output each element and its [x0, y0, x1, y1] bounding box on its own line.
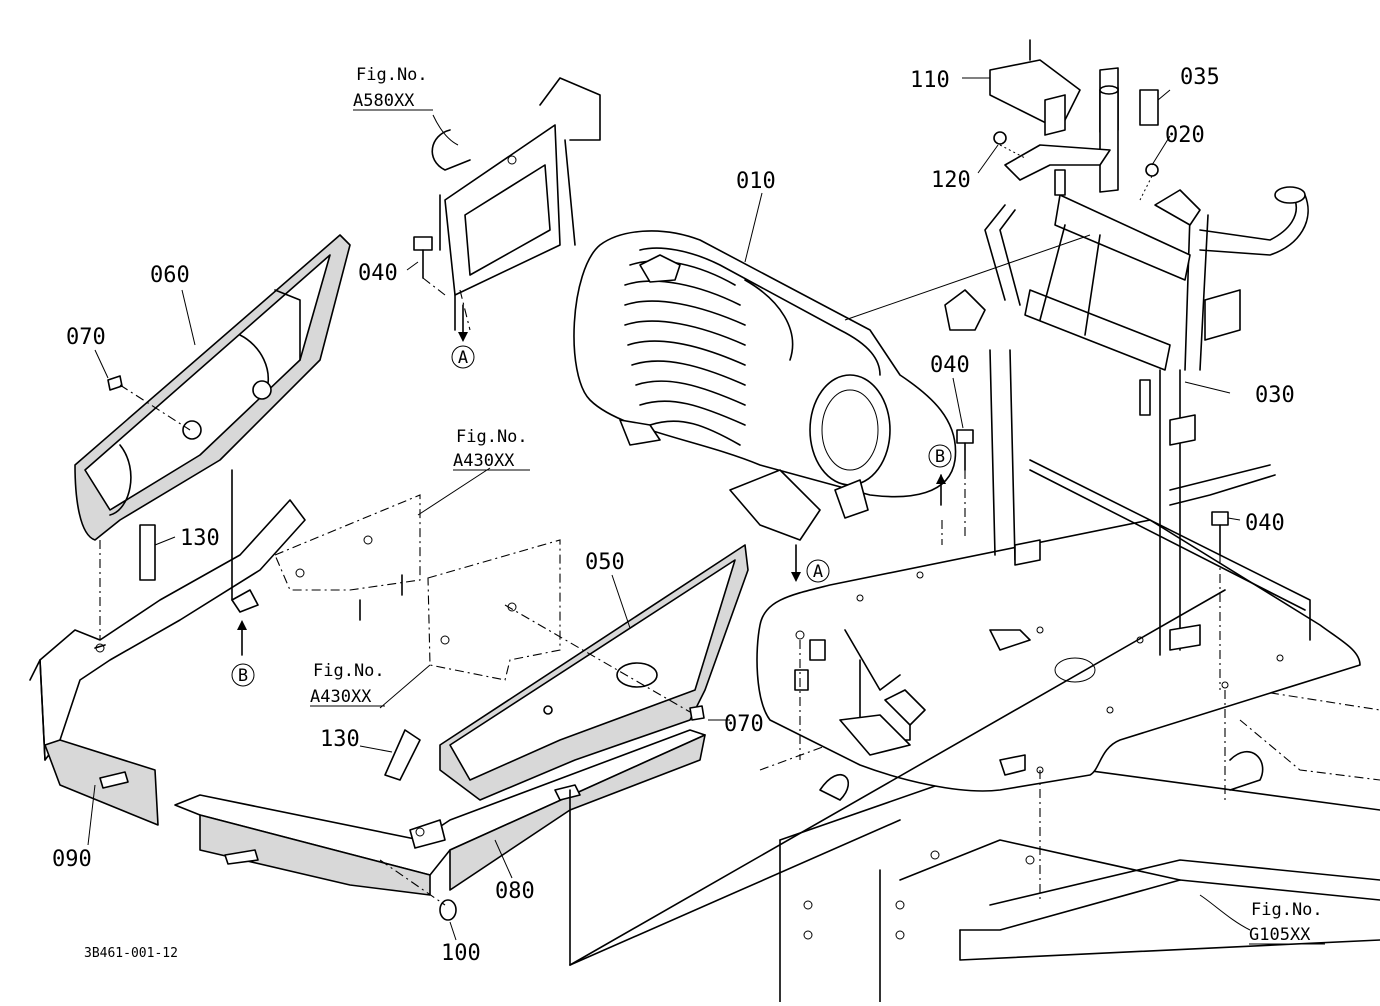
panel-assembly-a430: [274, 494, 561, 681]
marker-b-right: B: [928, 444, 952, 468]
circled-markers: A A B B: [231, 345, 952, 687]
fig-ref-a430-bottom-code: A430XX: [310, 687, 372, 707]
fig-ref-a580-code: A580XX: [353, 91, 415, 111]
part-label-070-right: 070: [724, 712, 764, 737]
part-label-070-left: 070: [66, 325, 106, 350]
front-cover-050: [439, 544, 749, 801]
marker-b-right-label: B: [935, 447, 945, 467]
marker-b-left-label: B: [238, 666, 248, 686]
marker-a-right: A: [806, 559, 830, 583]
marker-a-right-label: A: [813, 562, 823, 582]
part-label-040-center: 040: [930, 353, 970, 378]
drawing-number: 3B461-001-12: [84, 946, 178, 961]
fig-ref-a580-caption: Fig.No.: [356, 65, 428, 85]
fig-ref-a430-bottom-caption: Fig.No.: [313, 661, 385, 681]
small-parts: [107, 236, 1229, 921]
part-label-130-lower: 130: [320, 727, 360, 752]
part-label-060: 060: [150, 263, 190, 288]
upper-bracket-a580: [431, 77, 601, 331]
part-label-020: 020: [1165, 123, 1205, 148]
floor-plate: [756, 519, 1361, 792]
marker-b-left: B: [231, 663, 255, 687]
marker-a-top-label: A: [458, 348, 468, 368]
part-label-100: 100: [441, 941, 481, 966]
figure-references: Fig.No. A580XX Fig.No. A430XX Fig.No. A4…: [310, 65, 1325, 945]
alignment-lines: [99, 277, 1226, 966]
air-cleaner-010: [573, 230, 1091, 541]
top-bracket-assembly: [989, 39, 1159, 201]
fig-ref-g105-caption: Fig.No.: [1251, 900, 1323, 920]
part-label-030: 030: [1255, 383, 1295, 408]
part-label-050: 050: [585, 550, 625, 575]
part-label-035: 035: [1180, 65, 1220, 90]
fig-ref-a430-top-caption: Fig.No.: [456, 427, 528, 447]
part-label-090: 090: [52, 847, 92, 872]
part-label-120: 120: [931, 168, 971, 193]
left-cover-060: [74, 234, 351, 541]
leader-lines: [87, 77, 1251, 941]
rops-frame-030: [944, 186, 1311, 656]
part-label-040-left: 040: [358, 261, 398, 286]
marker-a-top: A: [451, 345, 475, 369]
part-label-010: 010: [736, 169, 776, 194]
part-label-040-right: 040: [1245, 511, 1285, 536]
part-label-110: 110: [910, 68, 950, 93]
fig-ref-g105-code: G105XX: [1249, 925, 1311, 945]
direction-arrows: [237, 304, 946, 656]
fig-ref-a430-top-code: A430XX: [453, 451, 515, 471]
part-labels: 010 020 030 035 040 040 040 050 060 070 …: [52, 65, 1295, 966]
part-label-080: 080: [495, 879, 535, 904]
part-label-130-upper: 130: [180, 526, 220, 551]
step-frame-080-090: [29, 499, 706, 896]
